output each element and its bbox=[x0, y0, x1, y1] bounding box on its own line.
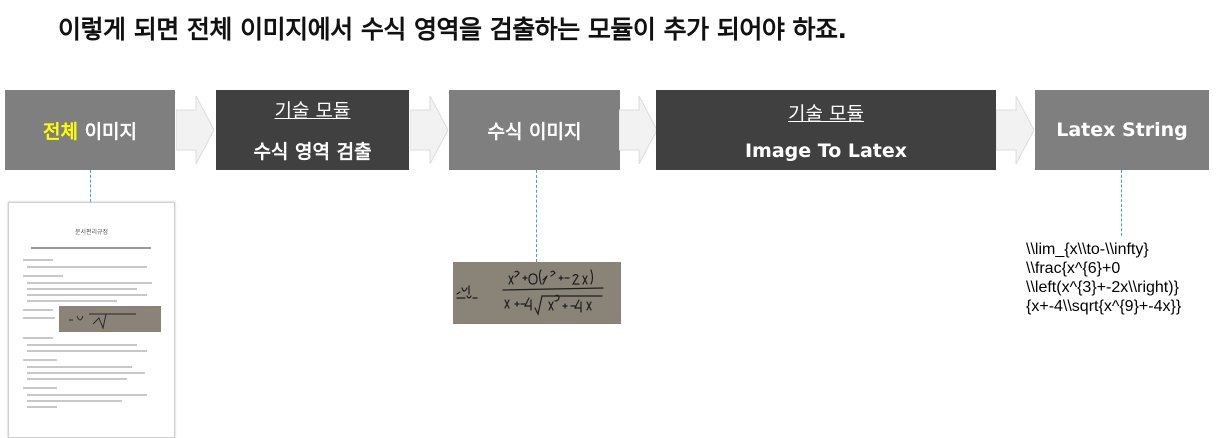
step-latex-string-label: Latex String bbox=[1056, 119, 1188, 141]
step-full-image-label: 전체 이미지 bbox=[43, 117, 137, 144]
formula-region-thumbnail bbox=[59, 306, 161, 332]
arrow-right-icon bbox=[410, 96, 448, 164]
document-title: 문서편리규정 bbox=[74, 229, 109, 236]
step-formula-detection: 기술 모듈 수식 영역 검출 bbox=[216, 90, 409, 170]
step-formula-image: 수식 이미지 bbox=[449, 90, 620, 170]
arrow-right-icon bbox=[996, 96, 1034, 164]
connector-line bbox=[1121, 170, 1122, 236]
step-full-image-rest: 이미지 bbox=[77, 120, 138, 143]
step-image-to-latex-sub: 기술 모듈 bbox=[788, 102, 864, 125]
connector-line bbox=[90, 170, 91, 202]
step-latex-string: Latex String bbox=[1035, 90, 1209, 170]
page-title: 이렇게 되면 전체 이미지에서 수식 영역을 검출하는 모듈이 추가 되어야 하… bbox=[58, 15, 847, 44]
step-image-to-latex: 기술 모듈 Image To Latex bbox=[656, 90, 996, 170]
step-image-to-latex-label: Image To Latex bbox=[744, 139, 908, 162]
arrow-right-icon bbox=[176, 96, 214, 164]
document-thumbnail: 문서편리규정 bbox=[8, 202, 175, 438]
step-full-image: 전체 이미지 bbox=[5, 90, 175, 170]
step-formula-image-label: 수식 이미지 bbox=[487, 120, 582, 143]
step-formula-detection-label: 수식 영역 검출 bbox=[253, 141, 372, 163]
arrow-right-icon bbox=[619, 96, 657, 164]
connector-line bbox=[536, 170, 537, 262]
step-formula-detection-sub: 기술 모듈 bbox=[274, 100, 351, 122]
formula-image bbox=[453, 262, 621, 324]
step-full-image-highlight: 전체 bbox=[42, 120, 78, 143]
latex-output: \\lim_{x\\to-\\infty} \\frac{x^{6}+0 \\l… bbox=[1026, 241, 1182, 315]
